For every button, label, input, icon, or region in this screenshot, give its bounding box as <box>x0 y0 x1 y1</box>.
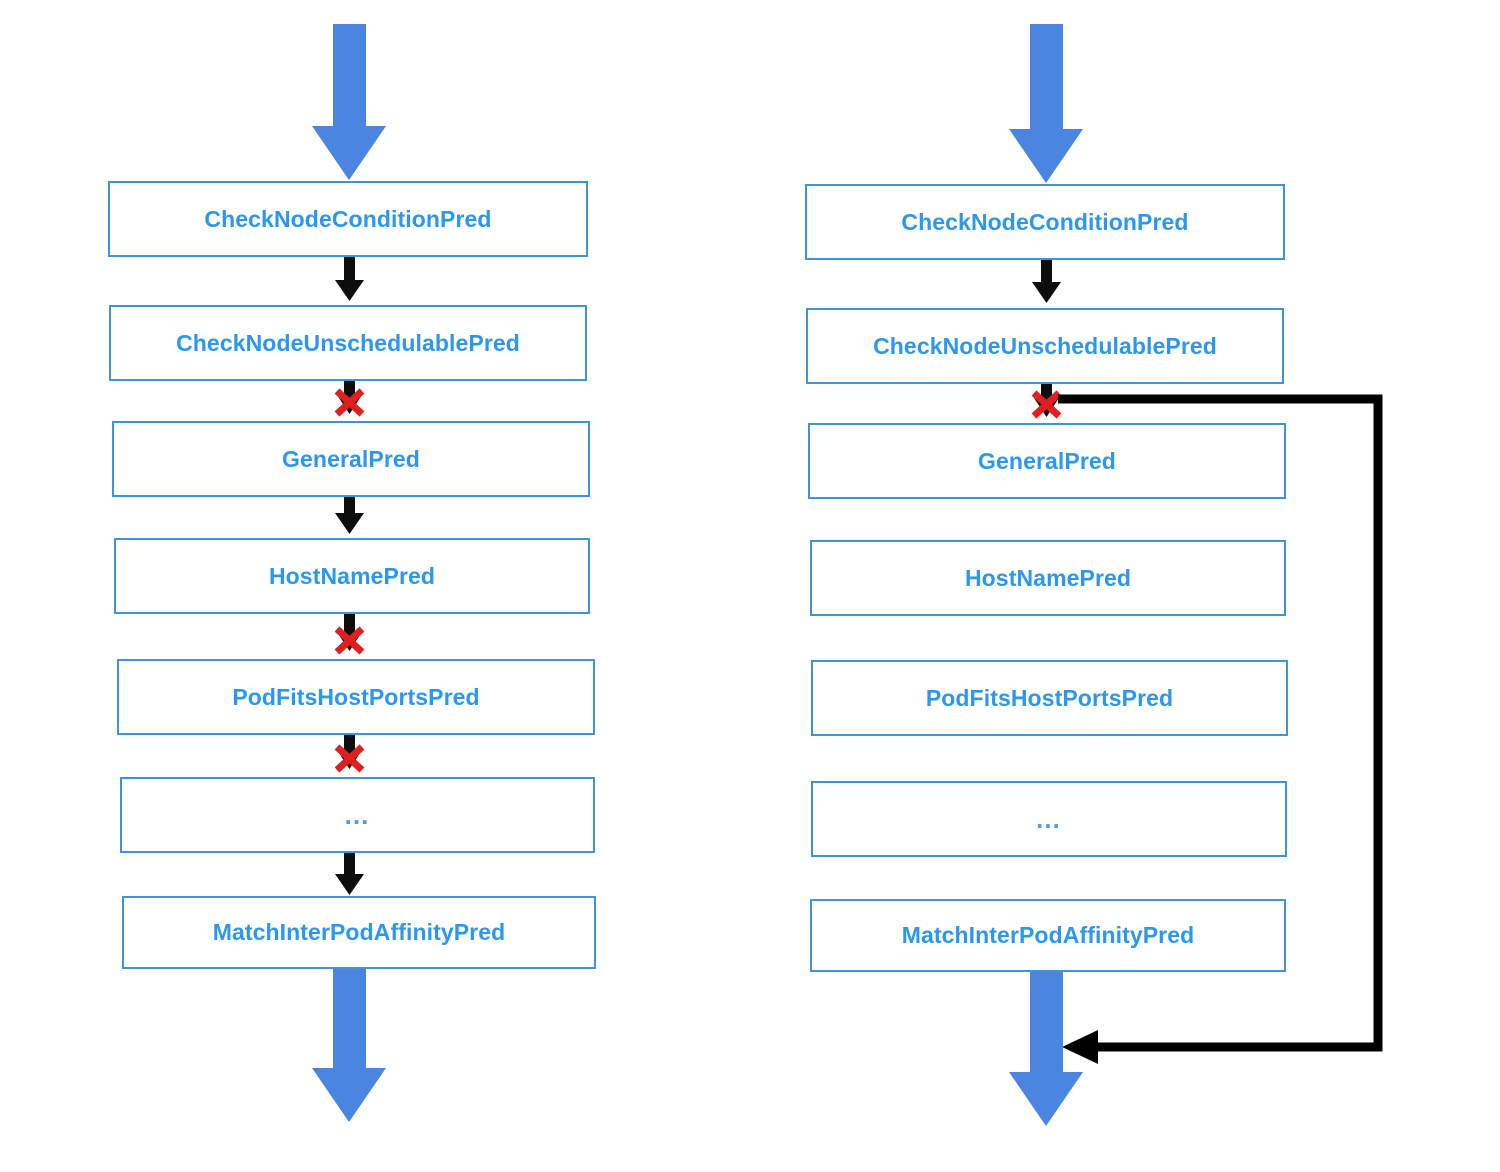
pred-box-label: … <box>1035 803 1063 834</box>
pred-box-label: … <box>343 799 372 830</box>
pred-box-match-inter-pod-affinity[interactable]: MatchInterPodAffinityPred <box>122 896 596 969</box>
pred-box-check-node-condition[interactable]: CheckNodeConditionPred <box>805 184 1285 260</box>
pred-box-check-node-condition[interactable]: CheckNodeConditionPred <box>108 181 588 257</box>
pred-box-label: CheckNodeConditionPred <box>901 208 1189 235</box>
pred-box-general[interactable]: GeneralPred <box>112 421 590 497</box>
pred-box-label: CheckNodeUnschedulablePred <box>176 329 520 356</box>
pred-box-host-name[interactable]: HostNamePred <box>114 538 590 614</box>
pred-box-label: GeneralPred <box>282 445 420 472</box>
pred-box-general[interactable]: GeneralPred <box>808 423 1286 499</box>
pred-box-ellipsis[interactable]: … <box>120 777 595 853</box>
pred-box-match-inter-pod-affinity[interactable]: MatchInterPodAffinityPred <box>810 899 1286 972</box>
pred-box-label: PodFitsHostPortsPred <box>232 683 480 710</box>
sequential-evaluation-column: CheckNodeConditionPred CheckNodeUnschedu… <box>0 0 700 1172</box>
pred-box-ellipsis[interactable]: … <box>811 781 1287 857</box>
pred-box-pod-fits-host-ports[interactable]: PodFitsHostPortsPred <box>117 659 595 735</box>
pred-box-check-node-unschedulable[interactable]: CheckNodeUnschedulablePred <box>806 308 1284 384</box>
pred-box-label: PodFitsHostPortsPred <box>925 684 1174 711</box>
pred-box-host-name[interactable]: HostNamePred <box>810 540 1286 616</box>
pred-box-check-node-unschedulable[interactable]: CheckNodeUnschedulablePred <box>109 305 587 381</box>
pred-box-label: MatchInterPodAffinityPred <box>901 922 1195 948</box>
pred-box-label: HostNamePred <box>964 564 1132 591</box>
short-circuit-evaluation-column: CheckNodeConditionPred CheckNodeUnschedu… <box>700 0 1500 1172</box>
pred-box-pod-fits-host-ports[interactable]: PodFitsHostPortsPred <box>811 660 1288 736</box>
pred-box-label: HostNamePred <box>268 562 436 589</box>
pred-box-label: GeneralPred <box>978 447 1116 474</box>
pred-box-label: MatchInterPodAffinityPred <box>212 919 506 945</box>
pred-box-label: CheckNodeConditionPred <box>204 205 492 232</box>
pred-box-label: CheckNodeUnschedulablePred <box>873 332 1217 359</box>
